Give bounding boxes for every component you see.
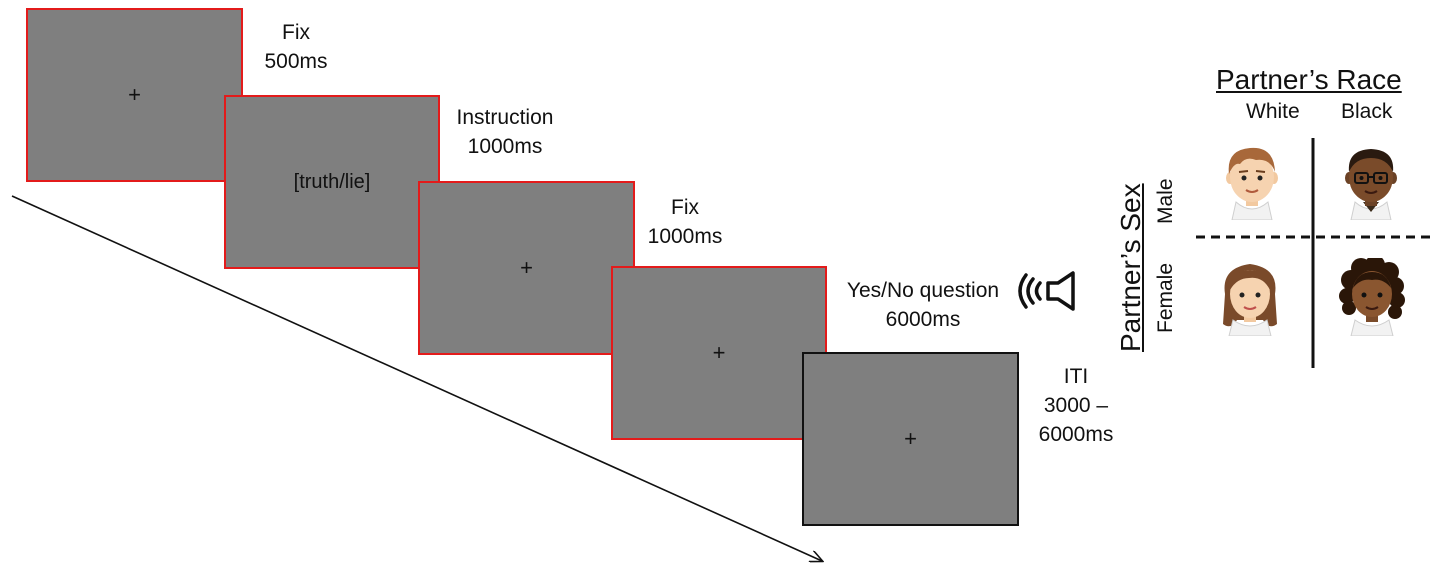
iti-screen: + [802,352,1019,526]
instruction-label: Instruction 1000ms [456,106,554,158]
instruction-text: [truth/lie] [293,170,371,193]
black-female-face-icon [1339,258,1405,336]
black-male-face-icon [1345,149,1397,220]
fixation-cross: + [712,340,726,365]
instruction-screen: [truth/lie] [224,95,440,269]
fixation-cross: + [904,426,917,451]
white-female-face-icon [1223,264,1277,336]
fix-label-1: Fix 500ms [264,21,328,73]
iti-label: ITI 3000 – 6000ms [1038,365,1114,446]
column-label-white: White [1246,100,1300,123]
fixation-cross: + [128,82,141,107]
fixation-screen-1: + [26,8,243,182]
partner-sex-title: Partner’s Sex [1115,183,1146,352]
row-label-male: Male [1154,178,1177,224]
question-screen: + [611,266,827,440]
fixation-screen-2: + [418,181,635,355]
speaker-sound-icon [1018,271,1075,311]
partner-race-title: Partner’s Race [1216,64,1402,95]
row-label-female: Female [1154,262,1177,333]
white-male-face-icon [1226,147,1278,220]
fixation-cross: + [520,255,533,280]
fix-label-2: Fix 1000ms [647,196,723,248]
column-label-black: Black [1341,100,1393,123]
question-label: Yes/No question 6000ms [846,279,1000,331]
